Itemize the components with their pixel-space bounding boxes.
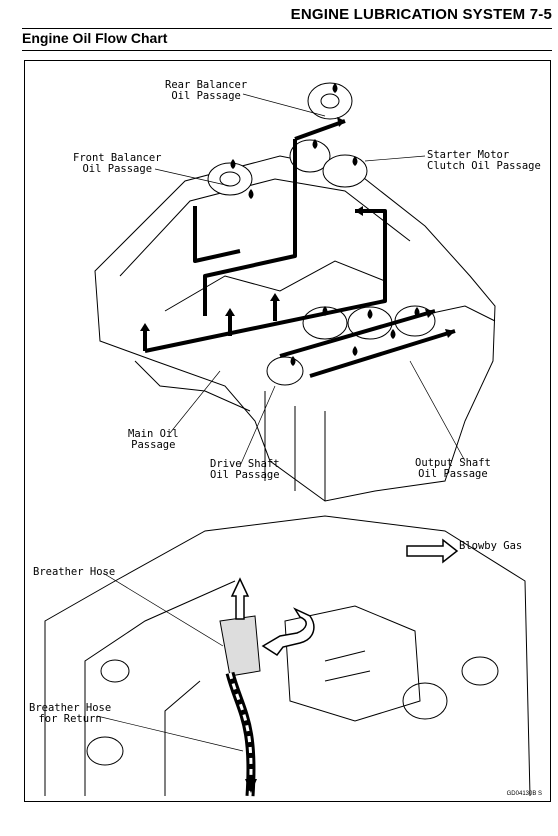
figure-code: GD04130B S <box>506 791 542 797</box>
header-divider <box>22 28 552 29</box>
main-oil-passage-label: Main Oil Passage <box>128 428 179 451</box>
rear-balancer-oil-passage-label: Rear Balancer Oil Passage <box>165 79 248 102</box>
page-header-title: ENGINE LUBRICATION SYSTEM 7-5 <box>290 6 552 23</box>
section-title: Engine Oil Flow Chart <box>22 30 168 46</box>
front-balancer-oil-passage-label: Front Balancer Oil Passage <box>73 152 162 175</box>
engine-illustration <box>44 82 531 797</box>
breather-hose-label: Breather Hose <box>33 566 116 578</box>
breather-hose-return-label: Breather Hose for Return <box>29 702 112 725</box>
starter-motor-clutch-oil-passage-label: Starter Motor Clutch Oil Passage <box>427 149 541 172</box>
drive-shaft-oil-passage-label: Drive Shaft Oil Passage <box>210 458 280 481</box>
oil-flow-figure: Rear Balancer Oil Passage Front Balancer… <box>24 60 551 802</box>
section-divider <box>22 50 552 51</box>
blowby-gas-label: Blowby Gas <box>459 540 523 552</box>
output-shaft-oil-passage-label: Output Shaft Oil Passage <box>415 457 491 480</box>
